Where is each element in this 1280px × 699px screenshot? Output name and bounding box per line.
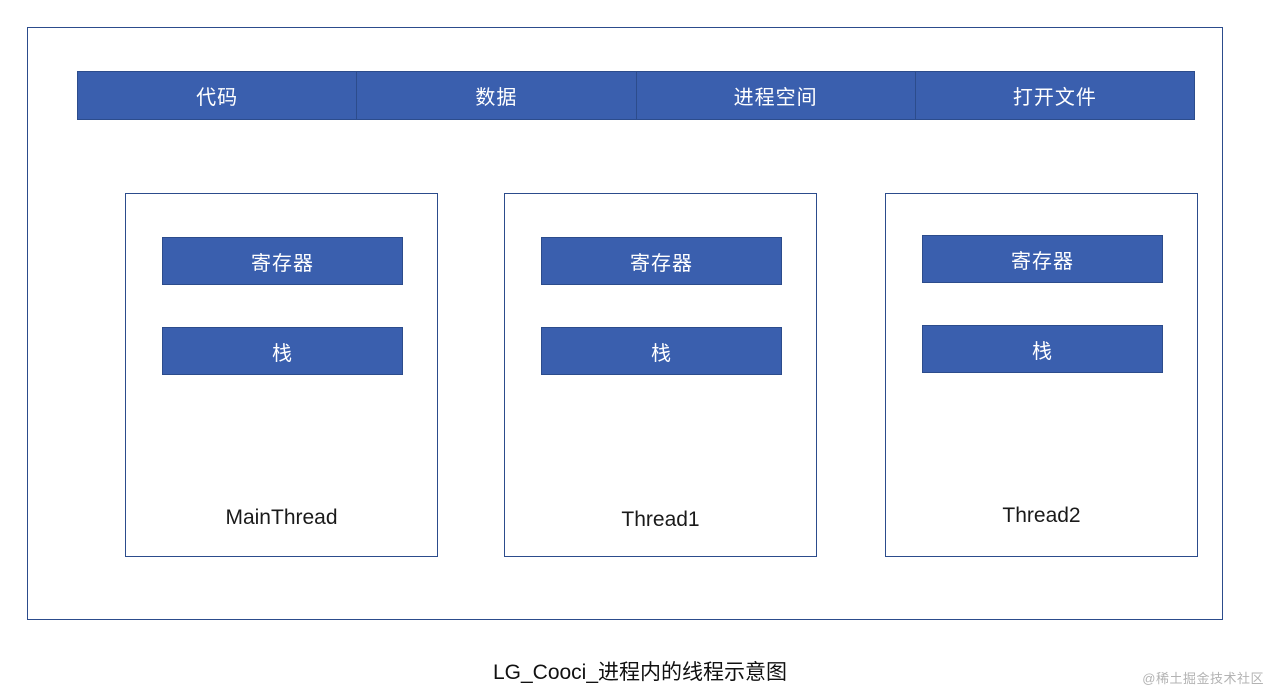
thread-column-mainthread: 寄存器 栈 MainThread — [125, 193, 438, 557]
segment-data: 数据 — [356, 71, 637, 120]
process-segments-bar: 代码 数据 进程空间 打开文件 — [77, 71, 1195, 120]
thread-column-thread2: 寄存器 栈 Thread2 — [885, 193, 1198, 557]
segment-code: 代码 — [77, 71, 358, 120]
thread-register-box: 寄存器 — [162, 237, 403, 285]
segment-open-files: 打开文件 — [914, 71, 1195, 120]
segment-process-space: 进程空间 — [635, 71, 916, 120]
thread-stack-box: 栈 — [541, 327, 782, 375]
thread-register-box: 寄存器 — [541, 237, 782, 285]
thread-name-label: MainThread — [225, 506, 338, 529]
thread-stack-box: 栈 — [162, 327, 403, 375]
thread-name-label: Thread1 — [621, 508, 700, 531]
thread-name-label: Thread2 — [1002, 504, 1081, 527]
thread-column-thread1: 寄存器 栈 Thread1 — [504, 193, 817, 557]
thread-stack-box: 栈 — [922, 325, 1163, 373]
watermark-label: @稀土掘金技术社区 — [1142, 671, 1264, 686]
diagram-caption: LG_Cooci_进程内的线程示意图 — [492, 661, 788, 684]
thread-register-box: 寄存器 — [922, 235, 1163, 283]
